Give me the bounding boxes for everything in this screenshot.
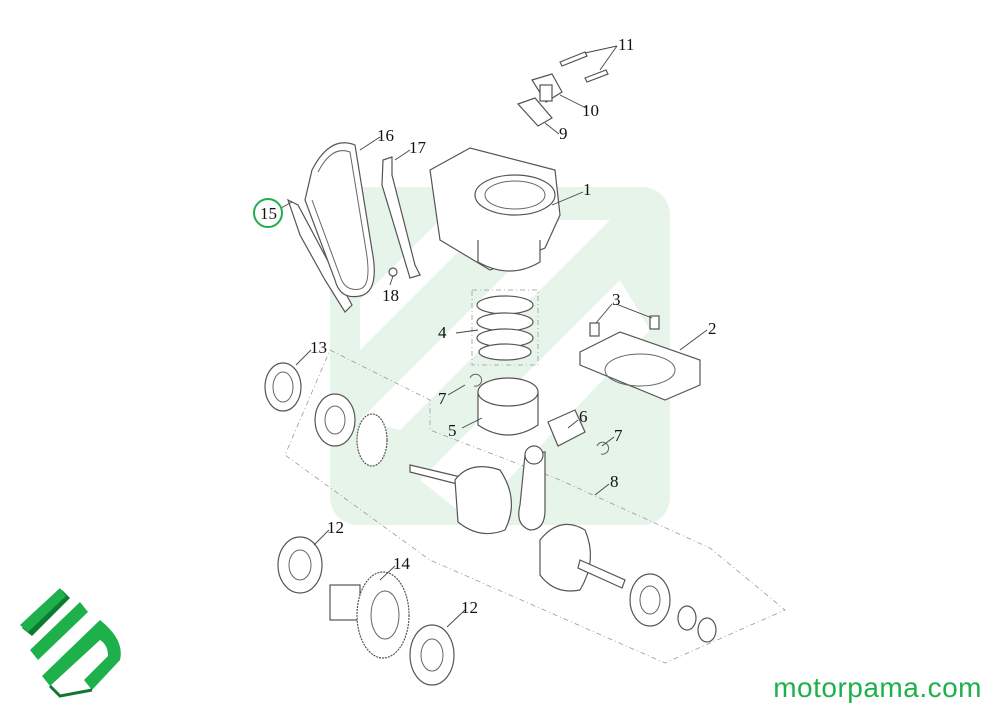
- part-7-circlip[interactable]: [596, 441, 610, 455]
- bearing-left-upper[interactable]: [314, 393, 356, 447]
- callout-9[interactable]: 9: [559, 124, 568, 143]
- callout-14[interactable]: 14: [393, 554, 411, 573]
- part-2-cylinder-gasket[interactable]: [579, 331, 701, 401]
- highlight-circle: [253, 198, 283, 228]
- callout-6[interactable]: 6: [579, 407, 588, 426]
- crankshaft[interactable]: [409, 464, 626, 592]
- part-6-piston-pin[interactable]: [547, 409, 586, 447]
- part-14-balancer-gear[interactable]: [329, 571, 410, 659]
- leader-lines: [280, 45, 708, 628]
- bearing-right[interactable]: [629, 573, 717, 643]
- callout-7-left[interactable]: 7: [438, 389, 447, 408]
- callout-8[interactable]: 8: [610, 472, 619, 491]
- callout-17[interactable]: 17: [409, 138, 427, 157]
- part-18-bolt[interactable]: [388, 267, 398, 277]
- callout-1[interactable]: 1: [583, 180, 592, 199]
- callout-7-right[interactable]: 7: [614, 426, 623, 445]
- part-1-cylinder[interactable]: [429, 147, 561, 272]
- callout-18[interactable]: 18: [382, 286, 399, 305]
- gear-left[interactable]: [356, 413, 388, 467]
- part-16-timing-chain[interactable]: [304, 142, 375, 298]
- crankshaft-assembly-outline: [284, 349, 786, 664]
- part-17-chain-guide[interactable]: [381, 156, 421, 279]
- callout-5[interactable]: 5: [448, 421, 457, 440]
- callout-3[interactable]: 3: [612, 290, 621, 309]
- part-5-piston[interactable]: [477, 377, 539, 436]
- part-7-circlip[interactable]: [469, 373, 483, 387]
- callout-13[interactable]: 13: [310, 338, 327, 357]
- part-10-chain-tensioner[interactable]: [531, 73, 563, 103]
- callout-10[interactable]: 10: [582, 101, 599, 120]
- part-4-piston-rings[interactable]: [471, 289, 539, 366]
- part-12-bearing[interactable]: [409, 624, 455, 686]
- callout-2[interactable]: 2: [708, 319, 717, 338]
- website-url[interactable]: motorpama.com: [773, 672, 982, 703]
- motorpama-logo: [20, 588, 121, 698]
- callout-16[interactable]: 16: [377, 126, 394, 145]
- callout-15[interactable]: 15: [260, 204, 277, 223]
- callout-12-upper[interactable]: 12: [327, 518, 344, 537]
- part-3-dowel-pins[interactable]: [589, 315, 660, 337]
- callout-11[interactable]: 11: [618, 35, 634, 54]
- part-12-bearing[interactable]: [277, 536, 323, 594]
- connecting-rod[interactable]: [518, 445, 546, 531]
- part-11-bolts[interactable]: [559, 51, 609, 83]
- part-9-gasket[interactable]: [516, 97, 553, 127]
- callout-12-lower[interactable]: 12: [461, 598, 478, 617]
- callout-4[interactable]: 4: [438, 323, 447, 342]
- part-13-oil-seal[interactable]: [264, 362, 302, 412]
